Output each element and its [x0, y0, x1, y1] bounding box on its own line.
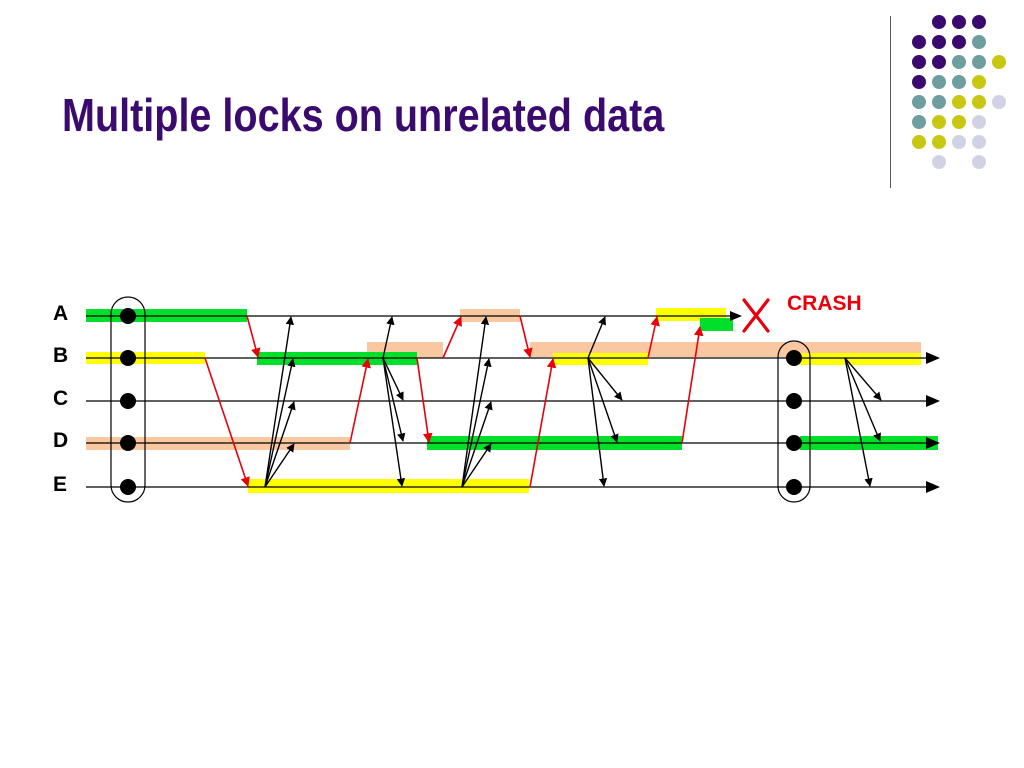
- lock-bar: [797, 353, 921, 365]
- checkpoint-capsule: [777, 340, 811, 503]
- decorative-dot: [912, 35, 926, 49]
- broadcast-arrow: [382, 357, 406, 487]
- checkpoint-dot: [786, 435, 802, 451]
- decorative-dot: [932, 35, 946, 49]
- decorative-dot: [992, 95, 1006, 109]
- broadcast-arrow: [264, 401, 296, 488]
- lock-transfer-arrow: [519, 315, 533, 358]
- broadcast-arrow: [461, 316, 490, 488]
- broadcast-arrow: [264, 443, 295, 488]
- checkpoint-dot: [120, 435, 136, 451]
- decorative-dot: [972, 95, 986, 109]
- page-title: Multiple locks on unrelated data: [62, 89, 665, 141]
- lock-transfer-arrow: [529, 358, 557, 488]
- decorative-dot: [932, 75, 946, 89]
- process-label-e: E: [53, 473, 68, 496]
- broadcast-arrow: [264, 316, 295, 488]
- broadcast-arrow: [844, 357, 873, 487]
- broadcast-arrow: [382, 316, 395, 359]
- timeline-e-arrowhead: [926, 481, 940, 493]
- broadcast-arrow: [382, 357, 406, 442]
- decorative-dot: [972, 55, 986, 69]
- decorative-dot: [932, 15, 946, 29]
- timeline-d-arrowhead: [926, 437, 940, 449]
- broadcast-arrow: [587, 357, 623, 401]
- decorative-dot: [952, 55, 966, 69]
- checkpoint-dot: [120, 350, 136, 366]
- broadcast-arrows: [264, 316, 882, 488]
- crash-label: CRASH: [787, 292, 862, 315]
- checkpoint-dot: [786, 393, 802, 409]
- broadcast-arrow: [844, 357, 882, 401]
- timelines: [86, 311, 940, 493]
- process-label-c: C: [53, 387, 69, 410]
- decorative-dot: [932, 135, 946, 149]
- decorative-dot: [912, 115, 926, 129]
- checkpoint-capsule: [110, 296, 146, 503]
- decorative-dot: [932, 115, 946, 129]
- decorative-dot: [992, 55, 1006, 69]
- decorative-dot: [952, 15, 966, 29]
- broadcast-arrow: [461, 443, 492, 488]
- decorative-dot: [952, 95, 966, 109]
- decorative-dot: [952, 115, 966, 129]
- lock-bar: [553, 353, 648, 365]
- decorative-dot: [932, 55, 946, 69]
- timeline-a-arrowhead: [730, 311, 742, 321]
- decorative-dot: [972, 155, 986, 169]
- process-label-d: D: [53, 429, 69, 452]
- broadcast-arrow: [461, 358, 492, 488]
- lock-bar: [656, 308, 726, 321]
- broadcast-arrow: [587, 316, 606, 359]
- decorative-dot: [912, 55, 926, 69]
- decorative-dot: [972, 15, 986, 29]
- decorative-dot: [972, 135, 986, 149]
- decorative-dot: [932, 155, 946, 169]
- decorative-dot: [932, 95, 946, 109]
- broadcast-arrow: [264, 358, 296, 488]
- lock-bar: [700, 318, 733, 331]
- lock-transfer-arrow: [349, 358, 371, 444]
- x-mark-icon: [742, 298, 770, 333]
- decorative-dot: [972, 115, 986, 129]
- broadcast-arrow: [844, 357, 881, 442]
- broadcast-arrow: [382, 357, 404, 401]
- checkpoint-dot: [786, 479, 802, 495]
- checkpoint-dot: [120, 479, 136, 495]
- lock-transfer-arrows: [204, 315, 704, 488]
- decorative-dot: [952, 75, 966, 89]
- lock-transfer-arrow: [647, 316, 660, 359]
- process-label-b: B: [53, 344, 69, 367]
- title-divider: [890, 16, 891, 188]
- lock-transfer-arrow: [442, 316, 462, 359]
- timeline-c-arrowhead: [926, 395, 940, 407]
- lock-transfer-arrow: [681, 326, 704, 444]
- decorative-dot: [952, 135, 966, 149]
- decorative-dot: [972, 75, 986, 89]
- broadcast-arrow: [587, 357, 619, 443]
- decorative-dot: [912, 95, 926, 109]
- checkpoint-dot: [786, 350, 802, 366]
- decorative-dot: [912, 135, 926, 149]
- process-label-a: A: [53, 302, 69, 325]
- decorative-dot: [972, 35, 986, 49]
- broadcast-arrow: [461, 401, 493, 488]
- checkpoint-dot: [120, 393, 136, 409]
- checkpoints: [110, 296, 811, 503]
- lock-transfer-arrow: [204, 357, 250, 487]
- timeline-b-arrowhead: [926, 352, 940, 364]
- decorative-dot: [952, 35, 966, 49]
- lock-transfer-arrow: [246, 315, 261, 358]
- lock-bar: [248, 479, 529, 493]
- broadcast-arrow: [587, 357, 608, 487]
- decorative-dot: [912, 75, 926, 89]
- lock-transfer-arrow: [416, 357, 433, 443]
- checkpoint-dot: [120, 308, 136, 324]
